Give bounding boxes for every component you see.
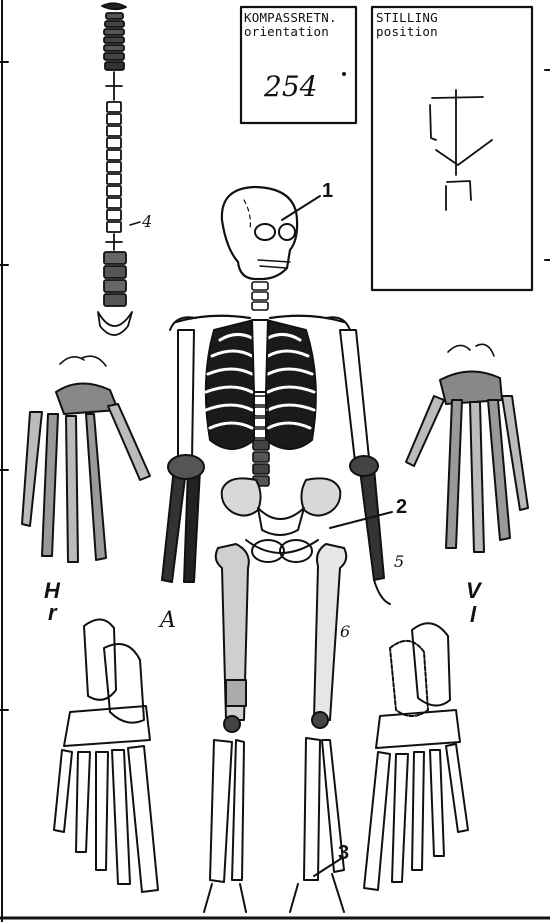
right-foot [54, 619, 158, 892]
label-left-hand-letter: V [466, 578, 481, 604]
label-left-hand-sub: l [470, 602, 476, 628]
label-right-hand-sub: r [48, 600, 57, 626]
left-foot [364, 623, 468, 890]
position-title-no: STILLING [376, 11, 438, 25]
orientation-title-no: KOMPASSRETN. [244, 11, 337, 25]
skull [222, 187, 297, 279]
right-hand [22, 356, 150, 562]
position-sketch [430, 90, 492, 210]
position-box [372, 7, 532, 290]
degree-mark [342, 72, 346, 76]
label-skull: 1 [322, 180, 333, 203]
orientation-value: 254 [264, 70, 317, 103]
label-left-forearm: 5 [394, 552, 404, 571]
label-pelvis: 2 [396, 496, 407, 519]
label-right-forearm: A [160, 608, 176, 633]
cervical-spine [252, 282, 268, 310]
position-title-en: position [376, 25, 438, 39]
label-foot: 3 [338, 842, 349, 865]
label-spine: 4 [142, 212, 152, 231]
spine-drawing [98, 3, 140, 335]
legs [204, 544, 346, 912]
left-hand [406, 344, 528, 552]
label-femur-mark: 6 [340, 622, 350, 641]
orientation-title-en: orientation [244, 25, 329, 39]
